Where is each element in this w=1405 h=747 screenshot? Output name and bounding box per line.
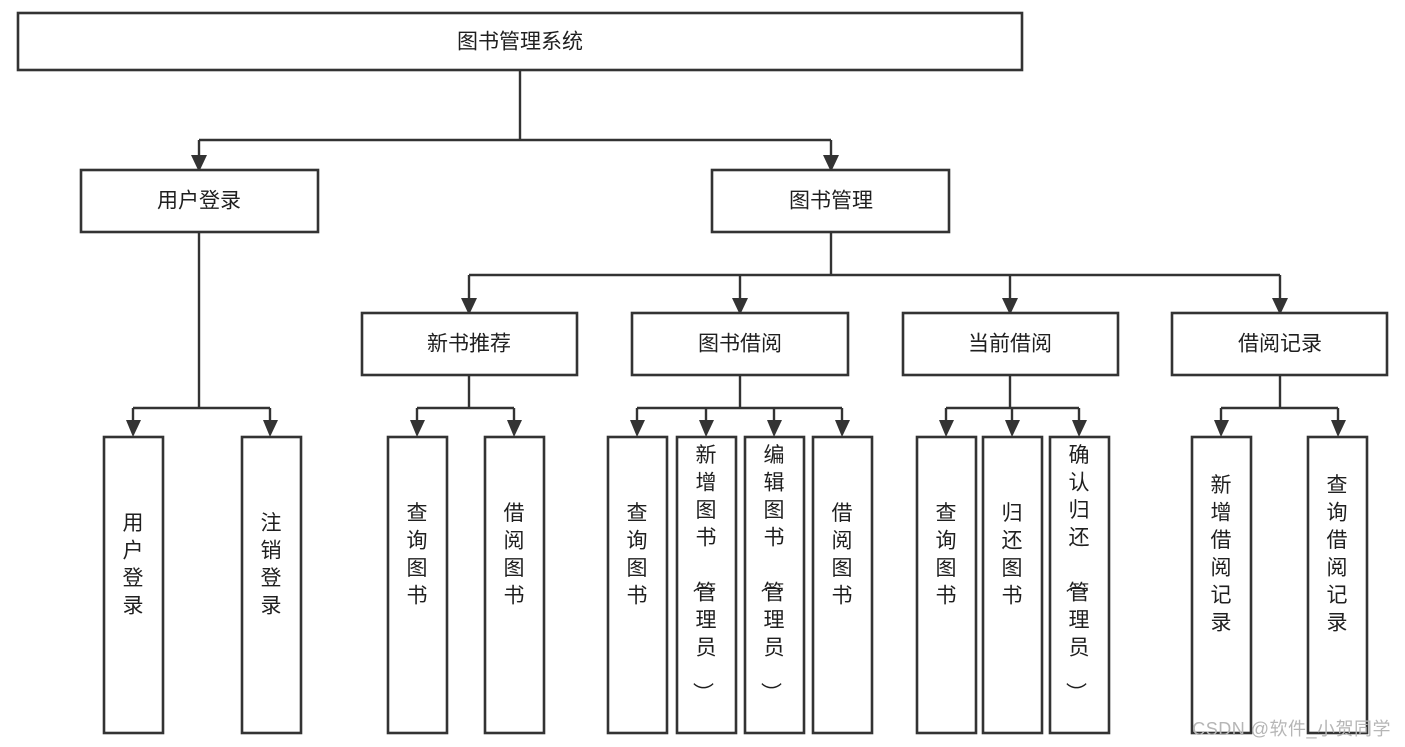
leaf-label-br-query-record: 查询借阅记录 xyxy=(1327,474,1348,635)
leaf-node-user-login-login[interactable]: 用户登录 xyxy=(102,435,165,735)
leaf-node-cb-confirm-return[interactable]: 确认归还（管理员） xyxy=(1048,435,1111,735)
leaf-node-user-login-logout[interactable]: 注销登录 xyxy=(240,435,303,735)
leaf-box-cb-query-book[interactable] xyxy=(915,435,978,735)
leaf-box-new-book-borrow[interactable] xyxy=(483,435,546,735)
leaf-node-bb-add-book[interactable]: 新增图书（管理员） xyxy=(675,435,738,735)
node-label-new-book-recommend: 新书推荐 xyxy=(427,333,511,356)
leaf-label-cb-return-book: 归还图书 xyxy=(1002,502,1023,608)
leaf-label-cb-confirm-return: 确认归还（管理员） xyxy=(1064,444,1090,703)
node-user-login[interactable]: 用户登录 xyxy=(79,168,320,234)
node-box-current-borrow[interactable] xyxy=(901,311,1120,377)
leaf-node-bb-borrow-book[interactable]: 借阅图书 xyxy=(811,435,874,735)
node-label-book-borrow: 图书借阅 xyxy=(698,333,782,356)
leaf-box-user-login-logout[interactable] xyxy=(240,435,303,735)
leaf-node-cb-query-book[interactable]: 查询图书 xyxy=(915,435,978,735)
arrow-head-user-login xyxy=(191,155,207,172)
leaf-node-cb-return-book[interactable]: 归还图书 xyxy=(981,435,1044,735)
leaf-label-user-login-login: 用户登录 xyxy=(123,512,144,618)
node-book-management[interactable]: 图书管理 xyxy=(710,168,951,234)
arrow-head-leaf-logout xyxy=(263,420,278,437)
leaf-node-br-add-record[interactable]: 新增借阅记录 xyxy=(1190,435,1253,735)
arrow-head-bb-query xyxy=(630,420,645,437)
leaf-box-bb-query-book[interactable] xyxy=(606,435,669,735)
leaf-box-br-add-record[interactable] xyxy=(1190,435,1253,735)
leaf-box-bb-edit-book[interactable] xyxy=(743,435,806,735)
node-label-borrow-record: 借阅记录 xyxy=(1238,333,1322,356)
leaf-box-new-book-query[interactable] xyxy=(386,435,449,735)
leaf-node-bb-edit-book[interactable]: 编辑图书（管理员） xyxy=(743,435,806,735)
arrow-head-bb-edit xyxy=(767,420,782,437)
node-label-book-management: 图书管理 xyxy=(789,190,873,213)
node-box-book-borrow[interactable] xyxy=(630,311,850,377)
leaf-box-br-query-record[interactable] xyxy=(1306,435,1369,735)
csdn-watermark: CSDN @软件_小贺同学 xyxy=(1192,719,1391,739)
leaf-node-new-book-borrow[interactable]: 借阅图书 xyxy=(483,435,546,735)
leaf-label-bb-add-book: 新增图书（管理员） xyxy=(691,444,717,703)
arrow-head-br-query xyxy=(1331,420,1346,437)
node-label-user-login: 用户登录 xyxy=(157,190,241,213)
leaf-label-bb-query-book: 查询图书 xyxy=(627,502,648,608)
leaf-label-bb-borrow-book: 借阅图书 xyxy=(832,502,853,608)
node-label-root: 图书管理系统 xyxy=(457,31,583,54)
leaf-label-br-add-record: 新增借阅记录 xyxy=(1211,474,1232,635)
arrow-head-cb-query xyxy=(939,420,954,437)
arrow-head-current-borrow xyxy=(1002,298,1018,315)
arrow-head-bb-add xyxy=(699,420,714,437)
leaf-label-new-book-borrow: 借阅图书 xyxy=(504,502,525,608)
node-label-current-borrow: 当前借阅 xyxy=(968,333,1052,356)
node-box-borrow-record[interactable] xyxy=(1170,311,1389,377)
node-new-book-recommend[interactable]: 新书推荐 xyxy=(360,311,579,377)
leaf-box-cb-return-book[interactable] xyxy=(981,435,1044,735)
node-root-system[interactable]: 图书管理系统 xyxy=(16,11,1024,72)
leaf-label-new-book-query: 查询图书 xyxy=(407,502,428,608)
leaf-label-cb-query-book: 查询图书 xyxy=(936,502,957,608)
node-book-borrow[interactable]: 图书借阅 xyxy=(630,311,850,377)
arrow-head-cb-confirm xyxy=(1072,420,1087,437)
arrow-head-new-book xyxy=(461,298,477,315)
leaf-node-new-book-query[interactable]: 查询图书 xyxy=(386,435,449,735)
arrow-head-cb-return xyxy=(1005,420,1020,437)
node-box-root[interactable] xyxy=(16,11,1024,72)
arrow-head-leaf-user-login xyxy=(126,420,141,437)
arrow-head-bb-borrow xyxy=(835,420,850,437)
arrow-head-br-add xyxy=(1214,420,1229,437)
leaf-box-user-login-login[interactable] xyxy=(102,435,165,735)
node-current-borrow[interactable]: 当前借阅 xyxy=(901,311,1120,377)
arrow-head-nb-query xyxy=(410,420,425,437)
node-borrow-record[interactable]: 借阅记录 xyxy=(1170,311,1389,377)
leaf-box-bb-add-book[interactable] xyxy=(675,435,738,735)
arrow-head-borrow-record xyxy=(1272,298,1288,315)
arrow-head-book-borrow xyxy=(732,298,748,315)
arrow-head-book-mgmt xyxy=(823,155,839,172)
connector-layer xyxy=(126,70,1346,437)
node-box-book-management[interactable] xyxy=(710,168,951,234)
arrow-head-nb-borrow xyxy=(507,420,522,437)
leaf-label-user-login-logout: 注销登录 xyxy=(261,512,282,618)
leaf-node-br-query-record[interactable]: 查询借阅记录 xyxy=(1306,435,1369,735)
node-box-new-book-recommend[interactable] xyxy=(360,311,579,377)
leaf-label-bb-edit-book: 编辑图书（管理员） xyxy=(759,444,785,703)
leaf-node-bb-query-book[interactable]: 查询图书 xyxy=(606,435,669,735)
leaf-box-cb-confirm-return[interactable] xyxy=(1048,435,1111,735)
node-box-user-login[interactable] xyxy=(79,168,320,234)
leaf-box-bb-borrow-book[interactable] xyxy=(811,435,874,735)
